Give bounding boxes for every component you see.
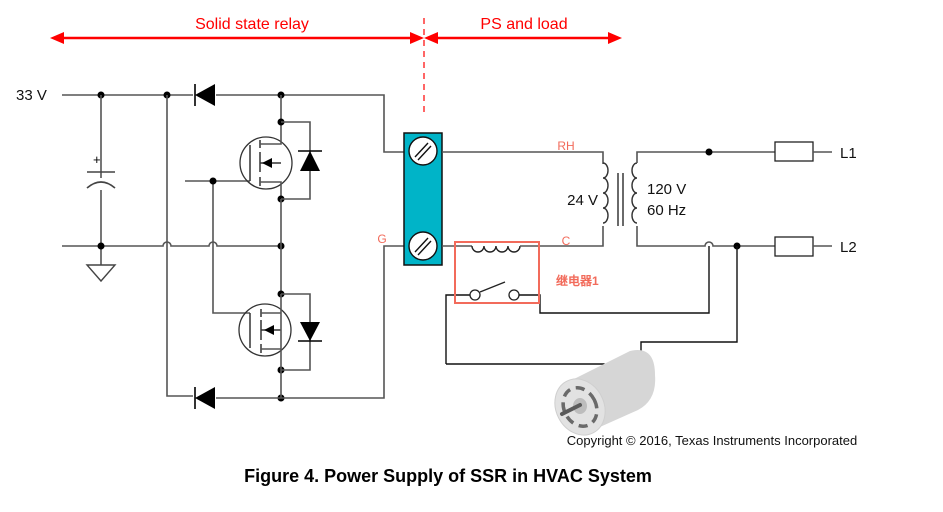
switch-contact-icon (469, 289, 481, 301)
relay-label: 继电器1 (556, 273, 599, 288)
primary-voltage-label: 120 V (647, 181, 686, 198)
relay-switch-left-wire (445, 294, 470, 364)
terminal-label-g: G (377, 232, 386, 246)
screw-rh-icon (408, 136, 438, 166)
primary-frequency-label: 60 Hz (647, 202, 686, 219)
line2-label: L2 (840, 239, 857, 256)
ground-rail (62, 241, 281, 247)
left-bus (166, 95, 193, 397)
secondary-voltage-label: 24 V (567, 192, 598, 209)
figure-caption: Figure 4. Power Supply of SSR in HVAC Sy… (244, 466, 652, 486)
primary-top-wire (636, 151, 775, 163)
section-arrow-ps-and-load (424, 32, 622, 44)
body-diode-upper-icon (298, 150, 322, 171)
motor-wire-right (640, 246, 738, 354)
section-label-ps: PS and load (480, 16, 567, 33)
line-terminals (813, 151, 832, 247)
fuse-l1-icon (774, 141, 814, 162)
line1-label: L1 (840, 145, 857, 162)
diode-bottom-icon (194, 387, 215, 409)
mosfet-upper-icon (239, 95, 293, 200)
top-rail (62, 94, 404, 153)
gate-bus (185, 180, 250, 314)
screw-g-icon (408, 231, 438, 261)
relay-highlight-box (454, 241, 540, 304)
capacitor-plus: + (93, 152, 101, 167)
relay-coil-icon (471, 245, 521, 253)
transformer-primary-icon (631, 162, 638, 224)
junction (209, 177, 217, 185)
body-diode-lower-icon (298, 322, 322, 342)
junction (97, 242, 105, 250)
section-label-ssr: Solid state relay (195, 16, 309, 33)
switch-blade (479, 281, 506, 293)
bottom-rail (216, 245, 404, 399)
c-wire-right (540, 226, 604, 247)
fuse-l2-icon (774, 236, 814, 257)
copyright-text: Copyright © 2016, Texas Instruments Inco… (567, 433, 857, 448)
diode-top-icon (194, 84, 215, 106)
switch-contact-icon (508, 289, 520, 301)
transformer-secondary-icon (602, 162, 609, 224)
relay-switch-right-wire (519, 246, 710, 314)
section-arrow-solid-state-relay (50, 32, 424, 44)
motor-icon (554, 350, 656, 436)
mosfet-lower-icon (238, 303, 292, 357)
supply-label: 33 V (16, 87, 47, 104)
capacitor-curved-plate (86, 181, 116, 189)
terminal-label-c: C (562, 234, 571, 248)
terminal-block (403, 132, 443, 266)
junction (705, 148, 713, 156)
upper-diode-loop (280, 121, 311, 246)
rh-wire (442, 151, 604, 164)
terminal-label-rh: RH (557, 139, 574, 153)
ground-icon (85, 264, 117, 283)
primary-bottom-wire (636, 226, 775, 247)
